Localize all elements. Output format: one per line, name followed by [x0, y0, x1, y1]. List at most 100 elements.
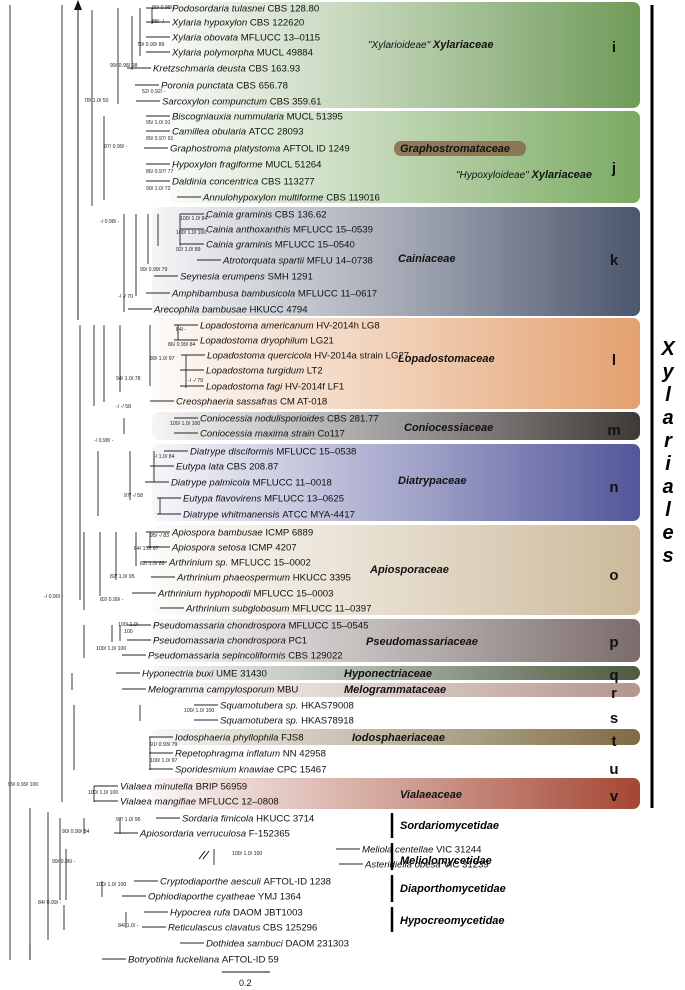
taxon-label: Graphostroma platystoma AFTOL ID 1249 — [170, 144, 350, 155]
taxon-label: Lopadostoma quercicola HV-2014a strain L… — [207, 351, 409, 362]
family-labels: "Xylarioideae" Xylariaceae"Hypoxyloideae… — [344, 39, 592, 801]
support-value: 86/ 0.99/ 84 — [168, 342, 196, 348]
support-value: 82/ 1.0/ 95 — [110, 574, 135, 580]
family-band — [152, 525, 640, 615]
family-band — [152, 318, 640, 409]
support-value: 92/ 1.0/ 89 — [176, 247, 201, 253]
taxon-label: Melogramma campylosporum MBU — [148, 685, 298, 696]
taxon-label: Meliola centellae VIC 31244 — [362, 845, 482, 856]
family-band — [152, 619, 640, 662]
support-value: 100/ 1.0/ 100 — [96, 646, 126, 652]
taxon-label: Arthrinium hyphopodii MFLUCC 15–0003 — [157, 589, 333, 600]
family-label: Apiosporaceae — [369, 564, 449, 576]
taxon-label: Pseudomassaria chondrospora MFLUCC 15–05… — [153, 621, 368, 632]
support-value: -/ 0.98/ - — [94, 438, 114, 444]
clade-letter: v — [610, 788, 619, 805]
support-value: 100/ 1.0/ 100 — [184, 708, 214, 714]
taxon-label: Kretzschmaria deusta CBS 163.93 — [153, 64, 300, 75]
taxon-label: Sordaria fimicola HKUCC 3714 — [182, 814, 315, 825]
taxon-label: Xylaria polymorpha MUCL 49884 — [171, 48, 314, 59]
taxon-label: Lopadostoma fagi HV-2014f LF1 — [206, 382, 344, 393]
taxon-label: Camillea obularia ATCC 28093 — [172, 127, 304, 138]
support-value: -/ 0.98/ - — [100, 219, 120, 225]
taxon-label: Coniocessia nodulisporioides CBS 281.77 — [200, 414, 379, 425]
family-band — [152, 207, 640, 316]
taxon-label: Eutypa lata CBS 208.87 — [176, 462, 278, 473]
taxon-label: Ophiodiaporthe cyatheae YMJ 1364 — [148, 892, 302, 903]
taxon-label: Coniocessia maxima strain Co117 — [200, 429, 345, 440]
support-value: 100/ 1.0/ 100 — [88, 790, 118, 796]
taxon-label: Atrotorquata spartii MFLU 14–0738 — [222, 256, 373, 267]
taxon-label: Diatrype disciformis MFLUCC 15–0538 — [190, 447, 356, 458]
taxon-label: Cainia anthoxanthis MFLUCC 15–0539 — [206, 225, 373, 236]
clade-letter: u — [609, 761, 618, 778]
family-label: Pseudomassariaceae — [366, 636, 478, 648]
taxon-label: Lopadostoma turgidum LT2 — [206, 366, 323, 377]
taxon-label: Squamotubera sp. HKAS78918 — [220, 716, 354, 727]
family-band — [152, 412, 640, 440]
family-label: Cainiaceae — [398, 253, 455, 265]
clade-letter: i — [612, 39, 616, 56]
subclass-label: Hypocreomycetidae — [400, 915, 505, 927]
support-value: 95/ 1.0/ 91 — [146, 120, 171, 126]
taxon-label: Apiospora setosa ICMP 4207 — [171, 543, 297, 554]
support-value: 82/ 0.99/ - — [100, 597, 124, 603]
family-label: Coniocessiaceae — [404, 422, 493, 434]
taxon-label: Apiosordaria verruculosa F-152365 — [139, 829, 290, 840]
support-value: 88/ -/ - — [152, 19, 167, 25]
taxon-label: Cryptodiaporthe aesculi AFTOL-ID 1238 — [160, 877, 331, 888]
taxon-label: Amphibambusa bambusicola MFLUCC 11–0617 — [171, 289, 377, 300]
taxon-label: Eutypa flavovirens MFLUCC 13–0625 — [183, 494, 344, 505]
taxon-label: Iodosphaeria phyllophila FJS8 — [175, 733, 304, 744]
subclass-label: Diaporthomycetidae — [400, 883, 506, 895]
clade-letter: k — [610, 252, 619, 269]
support-value: 84/ 1.0/ - — [118, 923, 139, 929]
taxon-label: Arthrinium sp. MFLUCC 15–0002 — [168, 558, 311, 569]
taxon-label: Biscogniauxia nummularia MUCL 51395 — [172, 112, 343, 123]
family-label: "Hypoxyloideae" Xylariaceae — [456, 169, 592, 181]
support-value: 100/ 1.0/ 97 — [150, 758, 178, 764]
taxon-label: Seynesia erumpens SMH 1291 — [180, 272, 313, 283]
arrow-head — [74, 0, 82, 10]
taxon-label: Dothidea sambuci DAOM 231303 — [206, 939, 349, 950]
support-value: 89/ 1.0/ 97 — [150, 356, 175, 362]
taxon-label: Lopadostoma americanum HV-2014h LG8 — [200, 321, 380, 332]
taxon-label: Daldinia concentrica CBS 113277 — [172, 177, 315, 188]
scale-label: 0.2 — [239, 978, 252, 988]
support-value: 84/ - — [176, 327, 187, 333]
support-value: 100 — [124, 629, 133, 635]
support-value: 99/ 0.99/ 100 — [8, 782, 38, 788]
taxon-label: Reticulascus clavatus CBS 125296 — [168, 923, 317, 934]
support-value: 99/ 0.99/ 79 — [140, 267, 168, 273]
support-value: 100/ 1.0/ — [118, 622, 139, 628]
taxon-labels: Podosordaria tulasnei CBS 128.80Xylaria … — [120, 4, 489, 966]
support-value: 90/ 0.99/ 84 — [62, 829, 90, 835]
support-value: 100/ 1.0/ 100 — [170, 421, 200, 427]
family-label: Lopadostomaceae — [398, 353, 495, 365]
subclass-label: Sordariomycetidae — [400, 820, 499, 832]
support-value: 91/ 0.93/ 79 — [150, 742, 178, 748]
family-bands — [152, 2, 640, 809]
taxon-label: Botryotinia fuckeliana AFTOL-ID 59 — [128, 955, 279, 966]
support-value: 97/ -/ 58 — [124, 493, 143, 499]
taxon-label: Xylaria hypoxylon CBS 122620 — [171, 18, 304, 29]
clade-letter: s — [610, 710, 618, 727]
taxon-label: Pseudomassaria sepincoliformis CBS 12902… — [148, 651, 343, 662]
support-value: 84/ 0.99/ - — [38, 900, 62, 906]
subclass-labels: SordariomycetidaeMeliolomycetidaeDiaport… — [390, 813, 506, 932]
taxon-label: Annulohypoxylon multiforme CBS 119016 — [202, 193, 380, 204]
clade-letter: l — [612, 352, 616, 369]
support-value: 100/ 1.0/ 100 — [232, 851, 262, 857]
taxon-label: Podosordaria tulasnei CBS 128.80 — [172, 4, 319, 15]
support-value: 100/ 1.0/ 100 — [176, 230, 206, 236]
clade-letter: r — [611, 685, 617, 702]
taxon-label: Arthrinium phaeospermum HKUCC 3395 — [176, 573, 351, 584]
taxon-label: Hypoxylon fragiforme MUCL 51264 — [172, 160, 322, 171]
support-value: 79/ 0.99/ 89 — [137, 42, 165, 48]
clade-letter: n — [609, 479, 618, 496]
family-band — [152, 729, 640, 745]
family-label: Diatrypaceae — [398, 475, 467, 487]
taxon-label: Cainia graminis MFLUCC 15–0540 — [206, 240, 355, 251]
